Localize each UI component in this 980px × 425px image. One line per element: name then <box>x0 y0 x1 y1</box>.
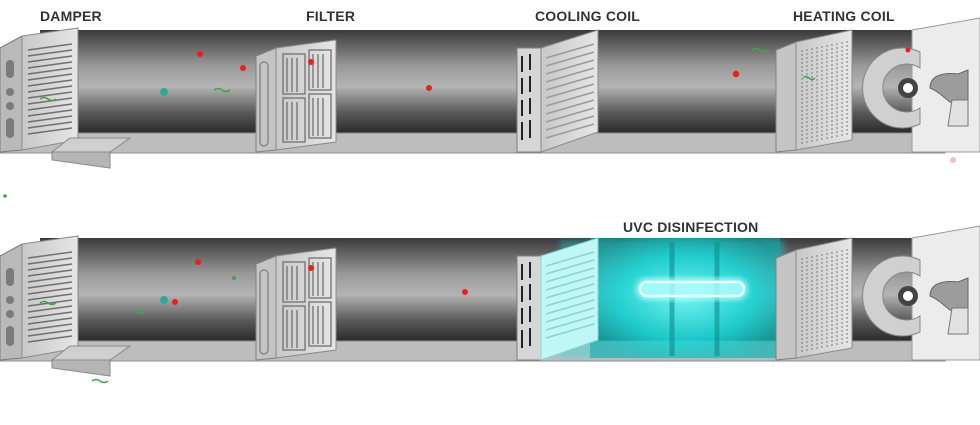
top-cooling-coil <box>516 29 599 153</box>
damper-louver-icon <box>27 43 73 135</box>
top-particles <box>3 47 956 198</box>
bottom-filter <box>255 247 337 361</box>
cooling-coil-icon <box>545 43 595 139</box>
label-cooling-coil: COOLING COIL <box>535 8 641 24</box>
bottom-cooling-coil <box>516 237 599 361</box>
damper-louver-icon <box>27 251 73 343</box>
blower-fan-icon <box>862 255 969 337</box>
filter-grid-icon <box>282 257 332 351</box>
top-filter <box>255 39 337 153</box>
bottom-particles <box>39 259 468 384</box>
top-fan-section <box>862 17 980 153</box>
top-air-handler <box>0 17 980 198</box>
filter-grid-icon <box>282 49 332 143</box>
cooling-coil-icon <box>545 251 595 339</box>
bottom-air-handler <box>0 225 980 384</box>
top-heating-coil <box>775 29 853 153</box>
label-uvc-disinfection: UVC DISINFECTION <box>623 219 759 235</box>
bottom-fan-section <box>862 225 980 361</box>
bottom-heating-coil <box>775 237 853 361</box>
uv-lamp-icon <box>636 278 748 300</box>
blower-fan-icon <box>862 47 969 129</box>
label-damper: DAMPER <box>40 8 102 24</box>
label-heating-coil: HEATING COIL <box>793 8 895 24</box>
bottom-damper <box>0 235 132 377</box>
top-damper <box>0 27 132 169</box>
label-filter: FILTER <box>306 8 356 24</box>
